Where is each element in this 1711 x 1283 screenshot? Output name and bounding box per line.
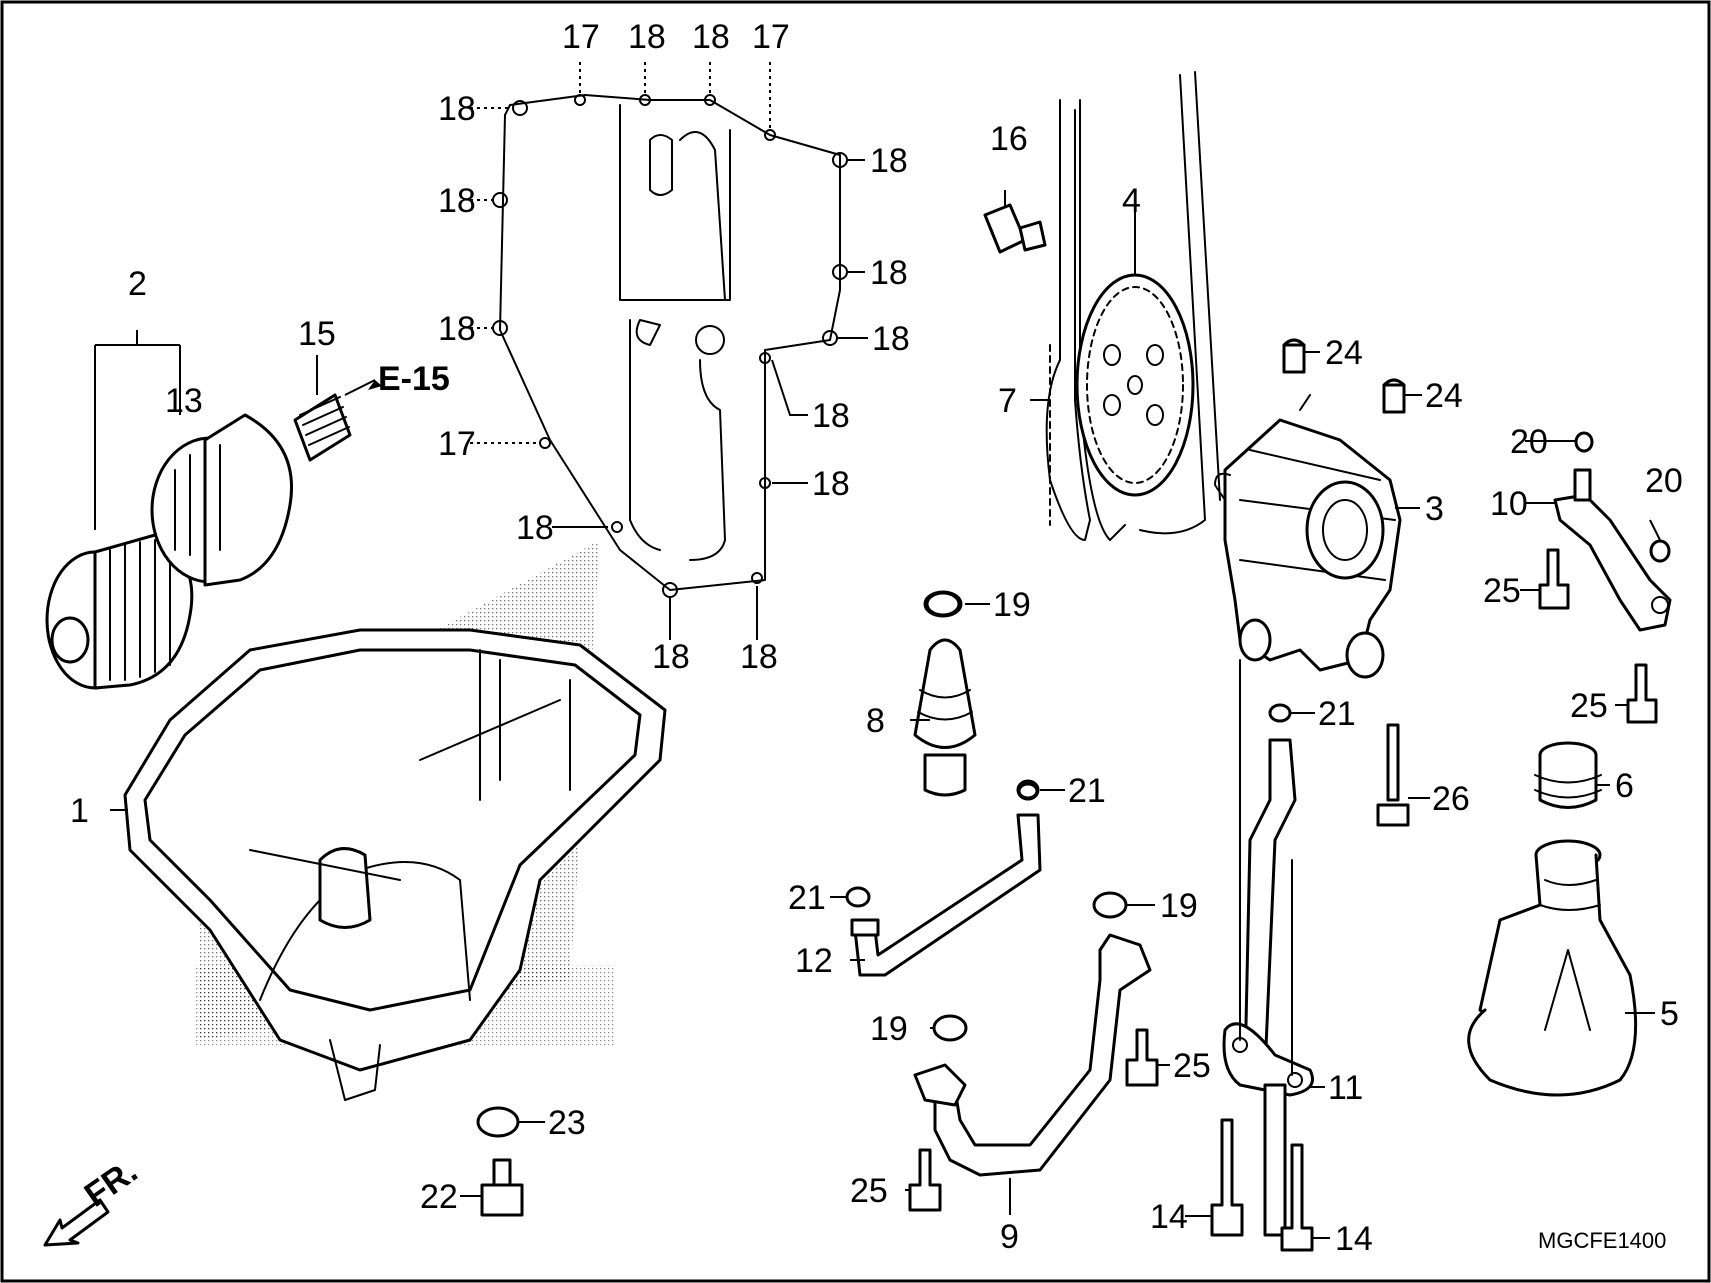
callout-1: 1	[70, 792, 89, 830]
o-ring-19c	[932, 1014, 968, 1042]
callout-18g: 18	[870, 254, 908, 292]
callout-21a: 21	[1318, 695, 1356, 733]
figure-code: MGCFE1400	[1538, 1228, 1666, 1253]
oil-pipe-8	[913, 590, 977, 797]
callout-7: 7	[998, 382, 1017, 420]
o-ring-19a	[925, 591, 961, 617]
collar-6	[1534, 741, 1602, 809]
bolt-25a	[1538, 548, 1570, 610]
nut-20a	[1574, 431, 1594, 453]
callout-18e: 18	[438, 310, 476, 348]
callout-26: 26	[1432, 780, 1470, 818]
callout-15: 15	[298, 315, 336, 353]
callout-25c: 25	[1173, 1047, 1211, 1085]
callout-12: 12	[795, 942, 833, 980]
callout-24a: 24	[1325, 334, 1363, 372]
callout-23: 23	[548, 1104, 586, 1142]
callout-20a: 20	[1510, 423, 1548, 461]
sealing-washer-23	[476, 1106, 520, 1138]
callout-18b: 18	[692, 18, 730, 56]
bolt-25b	[1626, 663, 1658, 724]
callout-11: 11	[1328, 1069, 1363, 1107]
callout-18c: 18	[438, 90, 476, 128]
callout-8: 8	[866, 702, 885, 740]
callout-24b: 24	[1425, 377, 1463, 415]
reference-e15: E-15	[378, 360, 450, 398]
o-ring-19b	[1092, 891, 1128, 919]
oil-pump-sprocket	[1075, 273, 1195, 497]
o-ring-21c	[845, 886, 871, 908]
callout-25d: 25	[850, 1172, 888, 1210]
oil-pipe-9	[913, 933, 1152, 1177]
callout-13: 13	[165, 382, 203, 420]
oil-filter	[45, 413, 293, 690]
callout-2: 2	[128, 265, 147, 303]
front-marker: FR.	[78, 1152, 145, 1215]
callout-18a: 18	[628, 18, 666, 56]
bolt-14a	[1210, 1118, 1244, 1237]
callout-16: 16	[990, 120, 1028, 158]
o-ring-21b	[1017, 782, 1039, 800]
callout-19a: 19	[993, 586, 1031, 624]
callout-18d: 18	[438, 182, 476, 220]
callout-18j: 18	[812, 465, 850, 503]
leader-lines	[110, 62, 1661, 1239]
dowel-24b	[1382, 378, 1406, 414]
callout-10: 10	[1490, 485, 1528, 523]
callout-17c: 17	[438, 425, 476, 463]
callout-14b: 14	[1335, 1220, 1373, 1258]
callout-20b: 20	[1645, 462, 1683, 500]
callout-19b: 19	[1160, 887, 1198, 925]
bolt-25d	[908, 1148, 942, 1212]
drain-bolt-22	[480, 1158, 524, 1217]
callout-22: 22	[420, 1178, 458, 1216]
oil-pump	[1214, 394, 1402, 679]
cover-gasket	[499, 94, 841, 591]
callout-25a: 25	[1483, 572, 1521, 610]
gasket-holes	[492, 94, 848, 598]
oil-strainer-15	[293, 393, 352, 462]
oil-pipe-11	[1222, 659, 1314, 1237]
oil-strainer-5	[1467, 839, 1638, 1097]
callout-5: 5	[1660, 995, 1679, 1033]
callout-17b: 17	[752, 18, 790, 56]
callout-19c: 19	[870, 1010, 908, 1048]
callout-18k: 18	[516, 509, 554, 547]
callout-3: 3	[1425, 490, 1444, 528]
callout-18m: 18	[740, 638, 778, 676]
front-arrow-icon	[43, 1198, 110, 1247]
bolt-14b	[1280, 1143, 1314, 1252]
callout-6: 6	[1615, 767, 1634, 805]
bracket-10	[1553, 468, 1672, 632]
nut-20b	[1649, 539, 1671, 563]
callout-18h: 18	[872, 320, 910, 358]
bolt-25c	[1125, 1028, 1159, 1087]
callout-18i: 18	[812, 397, 850, 435]
callout-14a: 14	[1150, 1198, 1188, 1236]
o-ring-21a	[1268, 703, 1292, 723]
callout-21b: 21	[1068, 772, 1106, 810]
callout-9: 9	[1000, 1218, 1019, 1256]
bolt-26	[1376, 723, 1410, 827]
callout-21c: 21	[788, 879, 826, 917]
callout-17a: 17	[562, 18, 600, 56]
oil-pipe-12	[850, 779, 1042, 977]
callout-labels: 1 2 3 4 5 6 7 8 9 10 11 12 13 14 14 15 1…	[70, 18, 1683, 1258]
dowel-24a	[1282, 338, 1306, 374]
callout-4: 4	[1122, 182, 1141, 220]
bolt-16	[983, 203, 1047, 254]
oil-pan	[123, 540, 667, 1101]
callout-18f: 18	[870, 142, 908, 180]
callout-25b: 25	[1570, 687, 1608, 725]
callout-18l: 18	[652, 638, 690, 676]
